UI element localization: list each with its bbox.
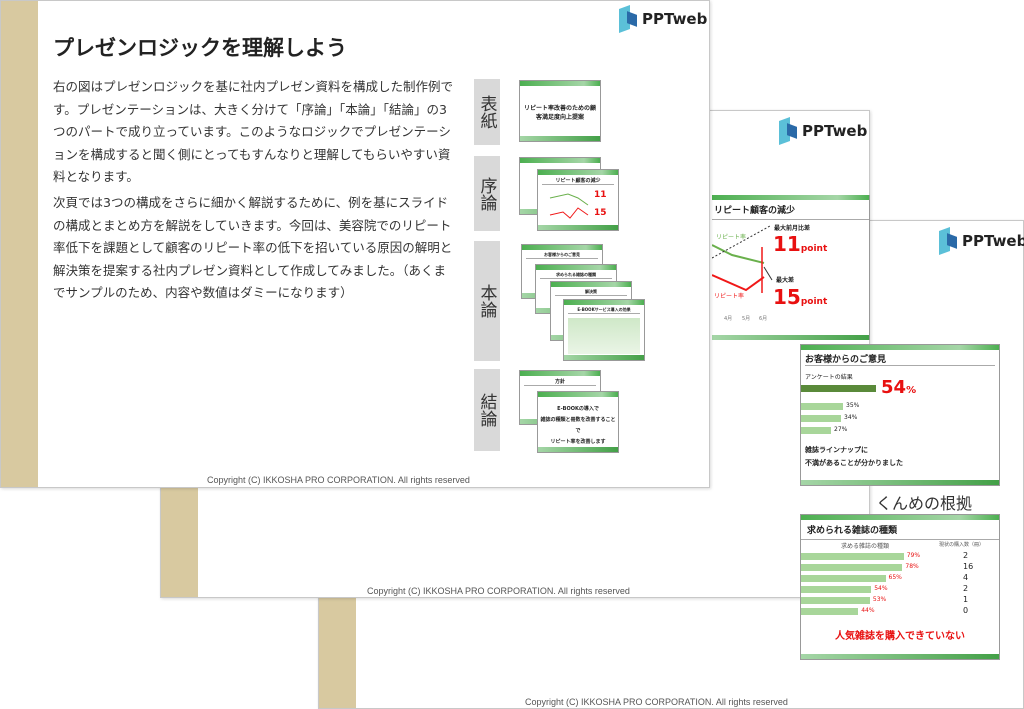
magazine-bar	[801, 608, 859, 615]
unit-point: point	[800, 244, 828, 254]
body-slide-title: 求められる雑誌の種類	[540, 272, 612, 279]
red-series-line	[712, 274, 765, 292]
magazine-col2: 現状の購入数（冊）	[939, 542, 985, 548]
paragraph-1: 右の図はプレゼンロジックを基に社内プレゼン資料を構成した制作例です。プレゼンテー…	[53, 79, 454, 184]
logo-icon	[779, 119, 797, 143]
logo-text: PPTweb	[802, 122, 868, 140]
slide-1: PPTweb プレゼンロジックを理解しよう 右の図はプレゼンロジックを基に社内プ…	[0, 0, 710, 488]
ppt-web-logo: PPTweb	[619, 7, 707, 31]
annotation-max-monthly-diff: 最大前月比差	[774, 225, 811, 232]
mini-value-15: 15	[594, 208, 607, 218]
bar-label: 27%	[834, 426, 848, 433]
value-15: 15	[773, 285, 801, 309]
slide2-chart-detail: リピート顧客の減少 リピート率 リピート率 最大前月比差 11point 最大差…	[712, 195, 870, 340]
body-slide-title: お客様からのご意見	[526, 252, 598, 259]
magazine-percent: 53%	[872, 596, 887, 603]
conclusion-line: リピート率を改善します	[550, 439, 606, 445]
magazine-count: 4	[963, 573, 969, 582]
chart-title: リピート顧客の減少	[712, 200, 869, 220]
big-percent: 54	[881, 377, 907, 398]
magazine-bar	[801, 586, 872, 593]
magazine-conclusion: 人気雑誌を購入できていない	[835, 631, 965, 642]
leader-line	[712, 225, 771, 259]
mini-value-11: 11	[594, 190, 607, 200]
magazine-percent: 44%	[861, 607, 875, 614]
magazine-col1: 求める雑誌の種類	[841, 543, 890, 550]
opinion-title: お客様からのご意見	[805, 352, 995, 366]
intro-slide-title: リピート顧客の減少	[542, 177, 614, 185]
magazine-bar	[801, 575, 886, 582]
magazine-count: 16	[963, 562, 974, 571]
green-series-line	[712, 244, 765, 264]
body-thumb-4: E-BOOKサービス導入の効果	[563, 299, 645, 361]
section-conclusion: 結論	[474, 369, 500, 451]
conclusion-line: E-BOOKの導入で	[557, 406, 599, 412]
section-cover: 表紙	[474, 79, 500, 145]
section-body: 本論	[474, 241, 500, 361]
survey-bar	[801, 427, 831, 434]
magazine-count: 1	[963, 595, 969, 604]
logo-icon	[619, 7, 637, 31]
slide-accent-strip	[1, 1, 38, 487]
value-11: 11	[773, 232, 801, 256]
bar-label: 35%	[846, 402, 860, 409]
copyright: Copyright (C) IKKOSHA PRO CORPORATION. A…	[367, 586, 630, 596]
unit-point: point	[800, 297, 828, 307]
percent-sign: %	[906, 385, 917, 396]
cover-thumb: リピート率改善のための顧客満足度向上提案	[519, 80, 601, 142]
magazine-percent: 65%	[888, 574, 902, 581]
red-series-label: リピート率	[714, 293, 745, 300]
survey-bar	[801, 403, 843, 410]
logo-text: PPTweb	[962, 232, 1024, 250]
intro-thumb: リピート顧客の減少 11 15	[537, 169, 619, 231]
finding-2: 不満があることが分かりました	[805, 459, 903, 467]
magazine-percent: 78%	[905, 563, 919, 570]
magazine-percent: 54%	[874, 585, 888, 592]
copyright: Copyright (C) IKKOSHA PRO CORPORATION. A…	[525, 697, 788, 707]
magazine-bar	[801, 597, 870, 604]
survey-bar	[801, 415, 841, 422]
leader-line	[763, 266, 773, 281]
bar-label: 34%	[844, 414, 858, 421]
body-slide-title: E-BOOKサービス導入の効果	[568, 307, 640, 314]
survey-bar	[801, 385, 876, 392]
green-series-label: リピート率	[716, 234, 747, 241]
annotation-max-diff: 最大差	[776, 277, 795, 284]
opinion-slide-thumb: お客様からのご意見 アンケートの結果 54% 35% 34% 27% 雑誌ライン…	[800, 344, 1000, 486]
x-tick: 5月	[742, 316, 751, 322]
magazine-title: 求められる雑誌の種類	[801, 520, 999, 540]
body-slide-title: 解決策	[555, 289, 627, 296]
section-intro: 序論	[474, 156, 500, 231]
paragraph-2: 次頁では3つの構成をさらに細かく解説するために、例を基にスライドの構成とまとめ方…	[53, 195, 453, 300]
magazine-percent: 79%	[906, 552, 921, 559]
ppt-web-logo: PPTweb	[779, 119, 867, 143]
cover-title: リピート率改善のための顧客満足度向上提案	[524, 105, 597, 121]
x-tick: 4月	[724, 316, 733, 322]
x-tick: 6月	[759, 316, 768, 322]
logo-text: PPTweb	[642, 10, 708, 28]
finding-1: 雑誌ラインナップに	[805, 446, 868, 454]
conclusion-thumb: E-BOOKの導入で 雑誌の種類と冊数を改善することで リピート率を改善します	[537, 391, 619, 453]
survey-label: アンケートの結果	[805, 374, 853, 381]
magazine-bar	[801, 564, 903, 571]
copyright: Copyright (C) IKKOSHA PRO CORPORATION. A…	[207, 475, 470, 485]
logo-icon	[939, 229, 957, 253]
magazine-count: 2	[963, 584, 969, 593]
conclusion-line: 雑誌の種類と冊数を改善することで	[540, 417, 616, 434]
section-heading: くんめの根拠	[876, 494, 973, 513]
magazine-count: 0	[963, 606, 969, 615]
ppt-web-logo: PPTweb	[939, 229, 1024, 253]
magazine-bar	[801, 553, 904, 560]
page-title: プレゼンロジックを理解しよう	[53, 36, 347, 60]
magazine-slide-thumb: 求められる雑誌の種類 求める雑誌の種類 現状の購入数（冊） 79% 2 78% 16 6…	[800, 514, 1000, 660]
line-chart	[712, 225, 773, 293]
magazine-count: 2	[963, 551, 969, 560]
conclusion-slide-title: 方針	[524, 378, 596, 386]
